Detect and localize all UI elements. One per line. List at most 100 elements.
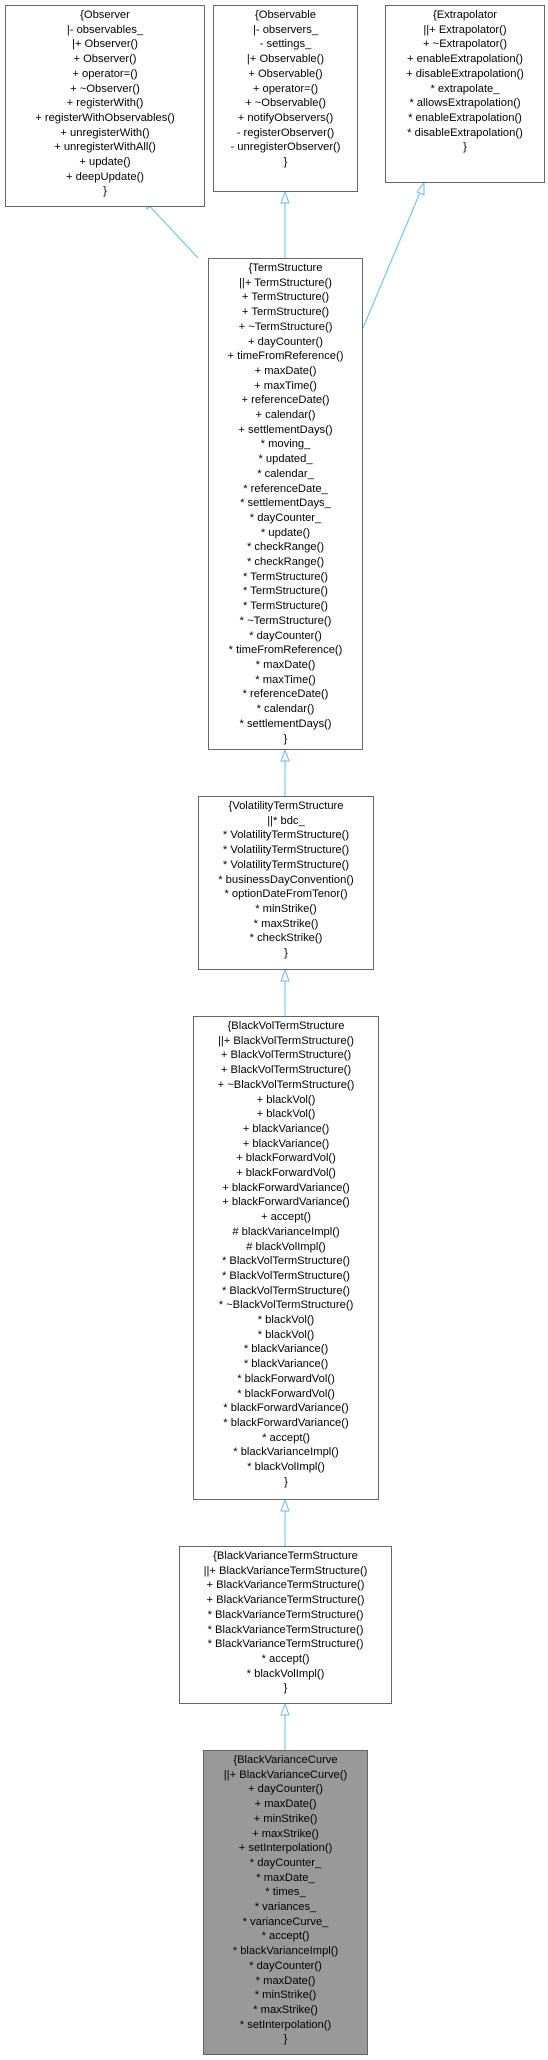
black-variance-term-structure-line-4: * BlackVarianceTermStructure() <box>207 1608 364 1621</box>
black-vol-term-structure-line-25: * blackForwardVol() <box>237 1387 335 1400</box>
term-structure-line-20: * checkRange() <box>246 556 325 569</box>
term-structure-line-4: + ~TermStructure() <box>238 320 333 333</box>
term-structure-line-21: * TermStructure() <box>243 570 328 583</box>
black-vol-term-structure-line-5: + blackVol() <box>256 1093 316 1106</box>
observable-line-0: {Observable <box>255 9 316 21</box>
term-structure-line-19: * checkRange() <box>246 541 325 554</box>
observer-line-1: |- observables_ <box>66 23 144 36</box>
extrapolator-line-8: * disableExtrapolation() <box>407 126 523 139</box>
observer-line-10: + update() <box>79 156 131 169</box>
observable-line-6: + ~Observable() <box>245 97 326 110</box>
termstructure-class-box[interactable]: {TermStructure||+ TermStructure()+ TermS… <box>208 258 363 750</box>
black-variance-curve-line-15: * maxDate() <box>255 1974 316 1987</box>
term-structure-line-2: + TermStructure() <box>241 291 330 304</box>
observable-line-3: |+ Observable() <box>246 53 325 66</box>
term-structure-line-7: + maxDate() <box>254 364 317 377</box>
extrapolator-line-7: * enableExtrapolation() <box>408 111 522 124</box>
observable-line-2: - settings_ <box>259 38 312 51</box>
black-vol-term-structure-line-11: + blackForwardVariance() <box>222 1181 350 1194</box>
observable-line-4: + Observable() <box>248 67 323 80</box>
black-vol-term-structure-line-20: * blackVol() <box>257 1314 315 1327</box>
black-vol-term-structure-line-30: * blackVolImpl() <box>247 1461 325 1474</box>
observable-line-8: - registerObserver() <box>236 126 335 139</box>
volatility-term-structure-line-10: } <box>284 947 288 960</box>
blackvariancetermstructure-class-box[interactable]: {BlackVarianceTermStructure||+ BlackVari… <box>179 1546 392 1704</box>
black-vol-term-structure-line-0: {BlackVolTermStructure <box>227 1020 345 1032</box>
term-structure-line-22: * TermStructure() <box>243 585 328 598</box>
volatility-term-structure-line-7: * minStrike() <box>255 902 317 915</box>
extrapolator-line-5: * extrapolate_ <box>430 82 500 95</box>
observer-line-6: + registerWith() <box>66 97 144 110</box>
extrapolator-line-4: + disableExtrapolation() <box>406 67 524 80</box>
extrapolator-class-box[interactable]: {Extrapolator||+ Extrapolator()+ ~Extrap… <box>385 5 545 183</box>
blackvariancecurve-class-box[interactable]: {BlackVarianceCurve||+ BlackVarianceCurv… <box>203 1750 368 2055</box>
black-vol-term-structure-line-18: * BlackVolTermStructure() <box>221 1284 351 1297</box>
arrowhead-blackvariance <box>280 1702 290 1716</box>
term-structure-line-25: * dayCounter() <box>249 629 322 642</box>
term-structure-line-15: * referenceDate_ <box>243 482 328 495</box>
black-variance-term-structure-line-3: + BlackVarianceTermStructure() <box>206 1594 365 1607</box>
term-structure-line-16: * settlementDays_ <box>240 497 331 510</box>
volatility-term-structure-line-1: ||* bdc_ <box>267 814 305 827</box>
term-structure-line-9: + referenceDate() <box>241 394 330 407</box>
volatility-term-structure-line-0: {VolatilityTermStructure <box>228 800 344 812</box>
black-vol-term-structure-line-14: # blackVarianceImpl() <box>232 1225 340 1238</box>
term-structure-line-10: + calendar() <box>255 409 316 422</box>
arrowhead-observable <box>280 190 290 204</box>
term-structure-line-18: * update() <box>260 526 311 539</box>
observer-line-9: + unregisterWithAll() <box>54 141 156 154</box>
black-vol-term-structure-line-8: + blackVariance() <box>242 1137 330 1150</box>
black-vol-term-structure-line-10: + blackForwardVol() <box>236 1167 336 1180</box>
term-structure-line-8: + maxTime() <box>254 379 317 392</box>
black-vol-term-structure-line-29: * blackVarianceImpl() <box>233 1446 339 1459</box>
volatility-term-structure-line-9: * checkStrike() <box>249 932 323 945</box>
term-structure-line-6: + timeFromReference() <box>227 350 344 363</box>
term-structure-line-17: * dayCounter_ <box>249 511 322 524</box>
observer-line-12: } <box>103 185 107 198</box>
blackvoltermstructure-class-box[interactable]: {BlackVolTermStructure||+ BlackVolTermSt… <box>193 1016 379 1500</box>
term-structure-line-13: * updated_ <box>258 453 313 466</box>
black-variance-curve-line-11: * varianceCurve_ <box>242 1915 329 1928</box>
volatility-term-structure-line-5: * businessDayConvention() <box>218 873 354 886</box>
black-variance-curve-line-14: * dayCounter() <box>249 1959 322 1972</box>
black-variance-curve-line-5: + maxStrike() <box>252 1827 319 1840</box>
term-structure-line-24: * ~TermStructure() <box>239 614 332 627</box>
black-vol-term-structure-line-27: * blackForwardVariance() <box>223 1416 349 1429</box>
term-structure-line-3: + TermStructure() <box>241 306 330 319</box>
term-structure-line-0: {TermStructure <box>248 262 323 274</box>
term-structure-line-14: * calendar_ <box>257 467 314 480</box>
black-variance-term-structure-line-8: * blackVolImpl() <box>246 1667 325 1680</box>
observable-line-10: } <box>283 156 288 169</box>
black-variance-term-structure-line-7: * accept() <box>261 1652 310 1665</box>
black-variance-curve-line-16: * minStrike() <box>254 1989 317 2002</box>
observer-line-3: + Observer() <box>73 53 137 66</box>
black-variance-curve-line-2: + dayCounter() <box>248 1783 323 1796</box>
black-vol-term-structure-line-23: * blackVariance() <box>243 1358 329 1371</box>
volatility-term-structure-line-3: * VolatilityTermStructure() <box>222 844 350 857</box>
arrowhead-extrapolator <box>416 181 425 196</box>
term-structure-line-26: * timeFromReference() <box>228 644 343 657</box>
volatilitytermstructure-class-box[interactable]: {VolatilityTermStructure ||* bdc_ * Volati… <box>198 796 374 970</box>
observer-class-box[interactable]: {Observer|- observables_|+ Observer()+ O… <box>5 5 205 207</box>
volatility-term-structure-line-8: * maxStrike() <box>253 917 319 930</box>
black-variance-curve-line-13: * blackVarianceImpl() <box>232 1945 339 1958</box>
arrowhead-termstructure <box>280 748 290 762</box>
black-vol-term-structure-line-12: + blackForwardVariance() <box>222 1196 350 1209</box>
black-variance-term-structure-line-9: } <box>283 1682 288 1695</box>
extrapolator-line-9: } <box>463 141 467 154</box>
observer-line-7: + registerWithObservables() <box>35 111 175 124</box>
extrapolator-line-6: * allowsExtrapolation() <box>409 97 521 110</box>
black-vol-term-structure-line-7: + blackVariance() <box>242 1122 330 1135</box>
black-vol-term-structure-line-16: * BlackVolTermStructure() <box>221 1255 351 1268</box>
observable-class-box[interactable]: {Observable |- observers_ - settings_ |+ Ob… <box>213 5 358 192</box>
black-variance-curve-line-9: * times_ <box>265 1886 306 1899</box>
black-variance-curve-line-8: * maxDate_ <box>256 1871 315 1884</box>
term-structure-line-11: + settlementDays() <box>238 423 333 436</box>
black-vol-term-structure-line-3: + BlackVolTermStructure() <box>220 1064 352 1077</box>
observable-line-1: |- observers_ <box>252 23 319 36</box>
black-vol-term-structure-line-31: } <box>284 1475 288 1488</box>
term-structure-line-23: * TermStructure() <box>243 600 328 613</box>
black-variance-curve-line-0: {BlackVarianceCurve <box>233 1754 338 1766</box>
